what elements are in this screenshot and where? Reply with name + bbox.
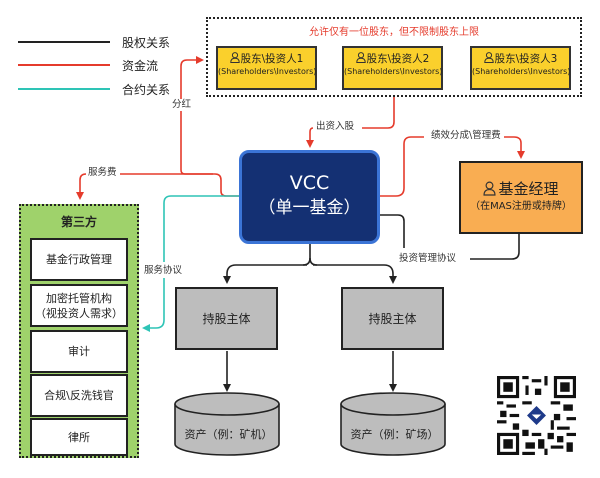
legend-line-equity: [18, 41, 110, 43]
item-line1: 审计: [68, 345, 90, 358]
shareholder-limit-note: 允许仅有一位股东，但不限制股东上限: [309, 27, 479, 38]
fund-manager-node[interactable]: 基金经理 （在MAS注册或持牌）: [459, 161, 583, 234]
service-fee-arrow: [76, 173, 87, 200]
third-party-item-compliance-aml[interactable]: 合规\反洗钱官: [30, 374, 128, 417]
vcc-to-holder-1: [223, 264, 307, 284]
shareholder-subtitle: (Shareholders\Investors): [218, 67, 317, 76]
holding-entity-label: 持股主体: [202, 312, 251, 326]
performance-fee-line: [380, 136, 424, 197]
item-line1: 合规\反洗钱官: [44, 389, 114, 402]
person-icon: [355, 52, 366, 63]
legend-line-contract: [18, 88, 110, 90]
shareholder-box-1[interactable]: 股东\投资人1 (Shareholders\Investors): [216, 46, 317, 90]
shareholder-title: 股东\投资人1: [240, 53, 304, 65]
legend-label-equity: 股权关系: [122, 36, 171, 50]
shareholder-box-2[interactable]: 股东\投资人2 (Shareholders\Investors): [342, 46, 443, 90]
shareholder-subtitle: (Shareholders\Investors): [472, 67, 571, 76]
person-icon: [229, 52, 240, 63]
asset-cylinder-2: [340, 392, 446, 456]
shareholders-group: 允许仅有一位股东，但不限制股东上限 股东\投资人1 (Shareholders\…: [206, 17, 582, 97]
vcc-node[interactable]: VCC （单一基金）: [239, 150, 380, 244]
capital-injection-line: [362, 97, 395, 129]
investment-mgmt-agreement-label: 投资管理协议: [399, 253, 457, 265]
item-line2: （视投资人需求）: [35, 306, 123, 320]
third-party-item-audit[interactable]: 审计: [30, 330, 128, 373]
person-icon: [483, 52, 494, 63]
vcc-to-holder-2: [313, 264, 397, 284]
service-agreement-label: 服务协议: [144, 265, 183, 277]
vcc-title: VCC: [289, 172, 330, 194]
holding-entity-2[interactable]: 持股主体: [341, 287, 444, 350]
dividend-label: 分红: [172, 99, 192, 111]
shareholder-box-3[interactable]: 股东\投资人3 (Shareholders\Investors): [470, 46, 571, 90]
vcc-subtitle: （单一基金）: [258, 198, 361, 218]
legend-line-capital-flow: [18, 64, 110, 66]
performance-fee-label: 绩效分成\管理费: [431, 130, 501, 142]
capital-injection-label: 出资入股: [316, 121, 355, 133]
third-party-item-crypto-custody[interactable]: 加密托管机构（视投资人需求）: [30, 284, 128, 327]
service-agreement-arrow: [142, 278, 165, 332]
legend-label-contract: 合约关系: [122, 83, 171, 97]
investment-mgmt-line-vcc: [380, 214, 405, 248]
fund-manager-subtitle: （在MAS注册或持牌）: [470, 201, 572, 212]
third-party-item-law-firm[interactable]: 律所: [30, 418, 128, 456]
fund-manager-title: 基金经理: [498, 180, 559, 198]
holding-entity-1[interactable]: 持股主体: [175, 287, 278, 350]
trunk-fork: [302, 257, 318, 266]
third-party-group: 第三方 基金行政管理 加密托管机构（视投资人需求） 审计 合规\反洗钱官 律所: [19, 204, 139, 458]
asset-cylinder-1: [174, 392, 280, 456]
asset-label-1: 资产（例：矿机）: [184, 428, 273, 441]
third-party-title: 第三方: [60, 215, 97, 229]
shareholder-title: 股东\投资人3: [494, 53, 558, 65]
service-fee-label: 服务费: [88, 167, 117, 179]
item-line1: 加密托管机构: [46, 291, 112, 305]
shareholder-subtitle: (Shareholders\Investors): [344, 67, 443, 76]
legend-label-capital-flow: 资金流: [122, 59, 159, 73]
item-line1: 基金行政管理: [46, 253, 112, 266]
asset-label-2: 资产（例：矿场）: [350, 428, 439, 441]
qr-code-icon[interactable]: [497, 376, 576, 455]
service-agreement-line: [163, 195, 239, 262]
holding-entity-label: 持股主体: [368, 312, 417, 326]
investment-mgmt-line-fm: [470, 234, 520, 260]
third-party-item-fund-admin[interactable]: 基金行政管理: [30, 238, 128, 281]
shareholder-title: 股东\投资人2: [366, 53, 430, 65]
performance-fee-arrow: [504, 136, 525, 159]
person-icon: [483, 181, 497, 196]
capital-injection-arrow: [306, 127, 314, 148]
item-line1: 律所: [68, 430, 90, 444]
